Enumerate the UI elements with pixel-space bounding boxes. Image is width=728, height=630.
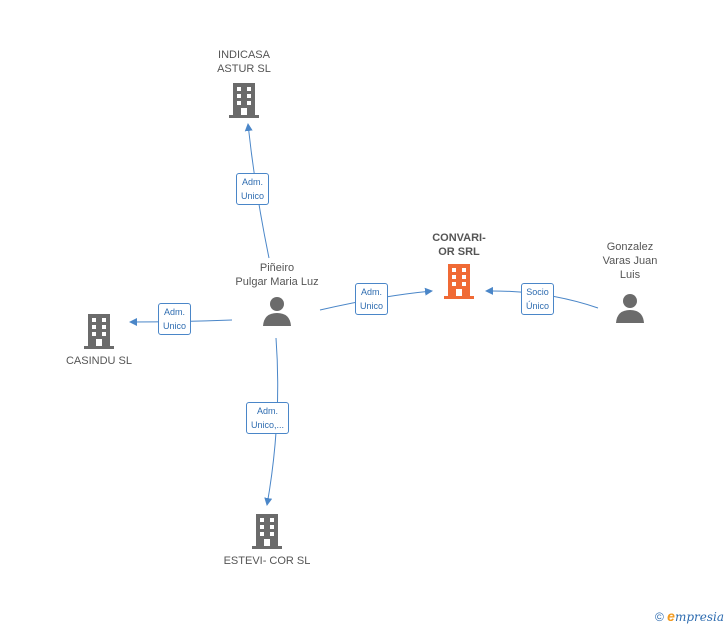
brand-footer: © empresia <box>655 608 724 624</box>
building-icon <box>229 83 259 118</box>
node-label: ASTUR SL <box>217 63 271 75</box>
edge-label-casindu[interactable]: Adm. Unico <box>158 303 192 335</box>
node-label: ESTEVI- COR SL <box>223 555 311 567</box>
building-icon <box>252 514 282 549</box>
node-label: CASINDU SL <box>65 355 133 367</box>
node-label: Luis <box>619 269 641 281</box>
node-label: Pulgar Maria Luz <box>235 276 319 288</box>
edge-label-line: Adm. <box>242 177 264 187</box>
edge-label-line: Adm. <box>361 287 383 297</box>
node-label: Gonzalez <box>606 241 654 253</box>
node-casindu[interactable]: CASINDU SL <box>54 313 144 368</box>
edge-label-line: Unico <box>241 191 265 201</box>
node-label: CONVARI- <box>432 232 486 244</box>
node-convarior[interactable]: CONVARI- OR SRL <box>414 231 504 299</box>
node-label: Piñeiro <box>259 262 295 274</box>
edge-label-gonzalez[interactable]: Socio Único <box>521 283 555 315</box>
building-icon <box>84 314 114 349</box>
person-icon <box>616 294 644 323</box>
edge-label-line: Adm. <box>164 307 186 317</box>
edge-label-line: Adm. <box>257 406 279 416</box>
person-icon <box>263 297 291 326</box>
node-indicasa[interactable]: INDICASA ASTUR SL <box>196 48 292 118</box>
edge-label-line: Socio <box>526 287 549 297</box>
node-pineiro[interactable]: Piñeiro Pulgar Maria Luz <box>218 261 336 327</box>
brand-initial: e <box>667 608 675 624</box>
edge-label-line: Único <box>526 301 550 311</box>
building-icon <box>444 264 474 299</box>
edge-label-estevicor[interactable]: Adm. Unico,... <box>246 402 290 434</box>
node-label: INDICASA <box>218 49 270 61</box>
node-estevicor[interactable]: ESTEVI- COR SL <box>214 513 320 568</box>
edge-label-line: Unico <box>360 301 384 311</box>
brand-name: mpresia <box>674 610 724 624</box>
edge-label-indicasa[interactable]: Adm. Unico <box>236 173 270 205</box>
copyright-symbol: © <box>654 610 664 624</box>
node-label: OR SRL <box>438 246 480 258</box>
node-gonzalez[interactable]: Gonzalez Varas Juan Luis <box>586 240 674 324</box>
edge-label-line: Unico <box>163 321 187 331</box>
edge-label-line: Unico,... <box>251 420 285 430</box>
node-label: Varas Juan <box>602 255 658 267</box>
edge-label-convarior[interactable]: Adm. Unico <box>355 283 389 315</box>
